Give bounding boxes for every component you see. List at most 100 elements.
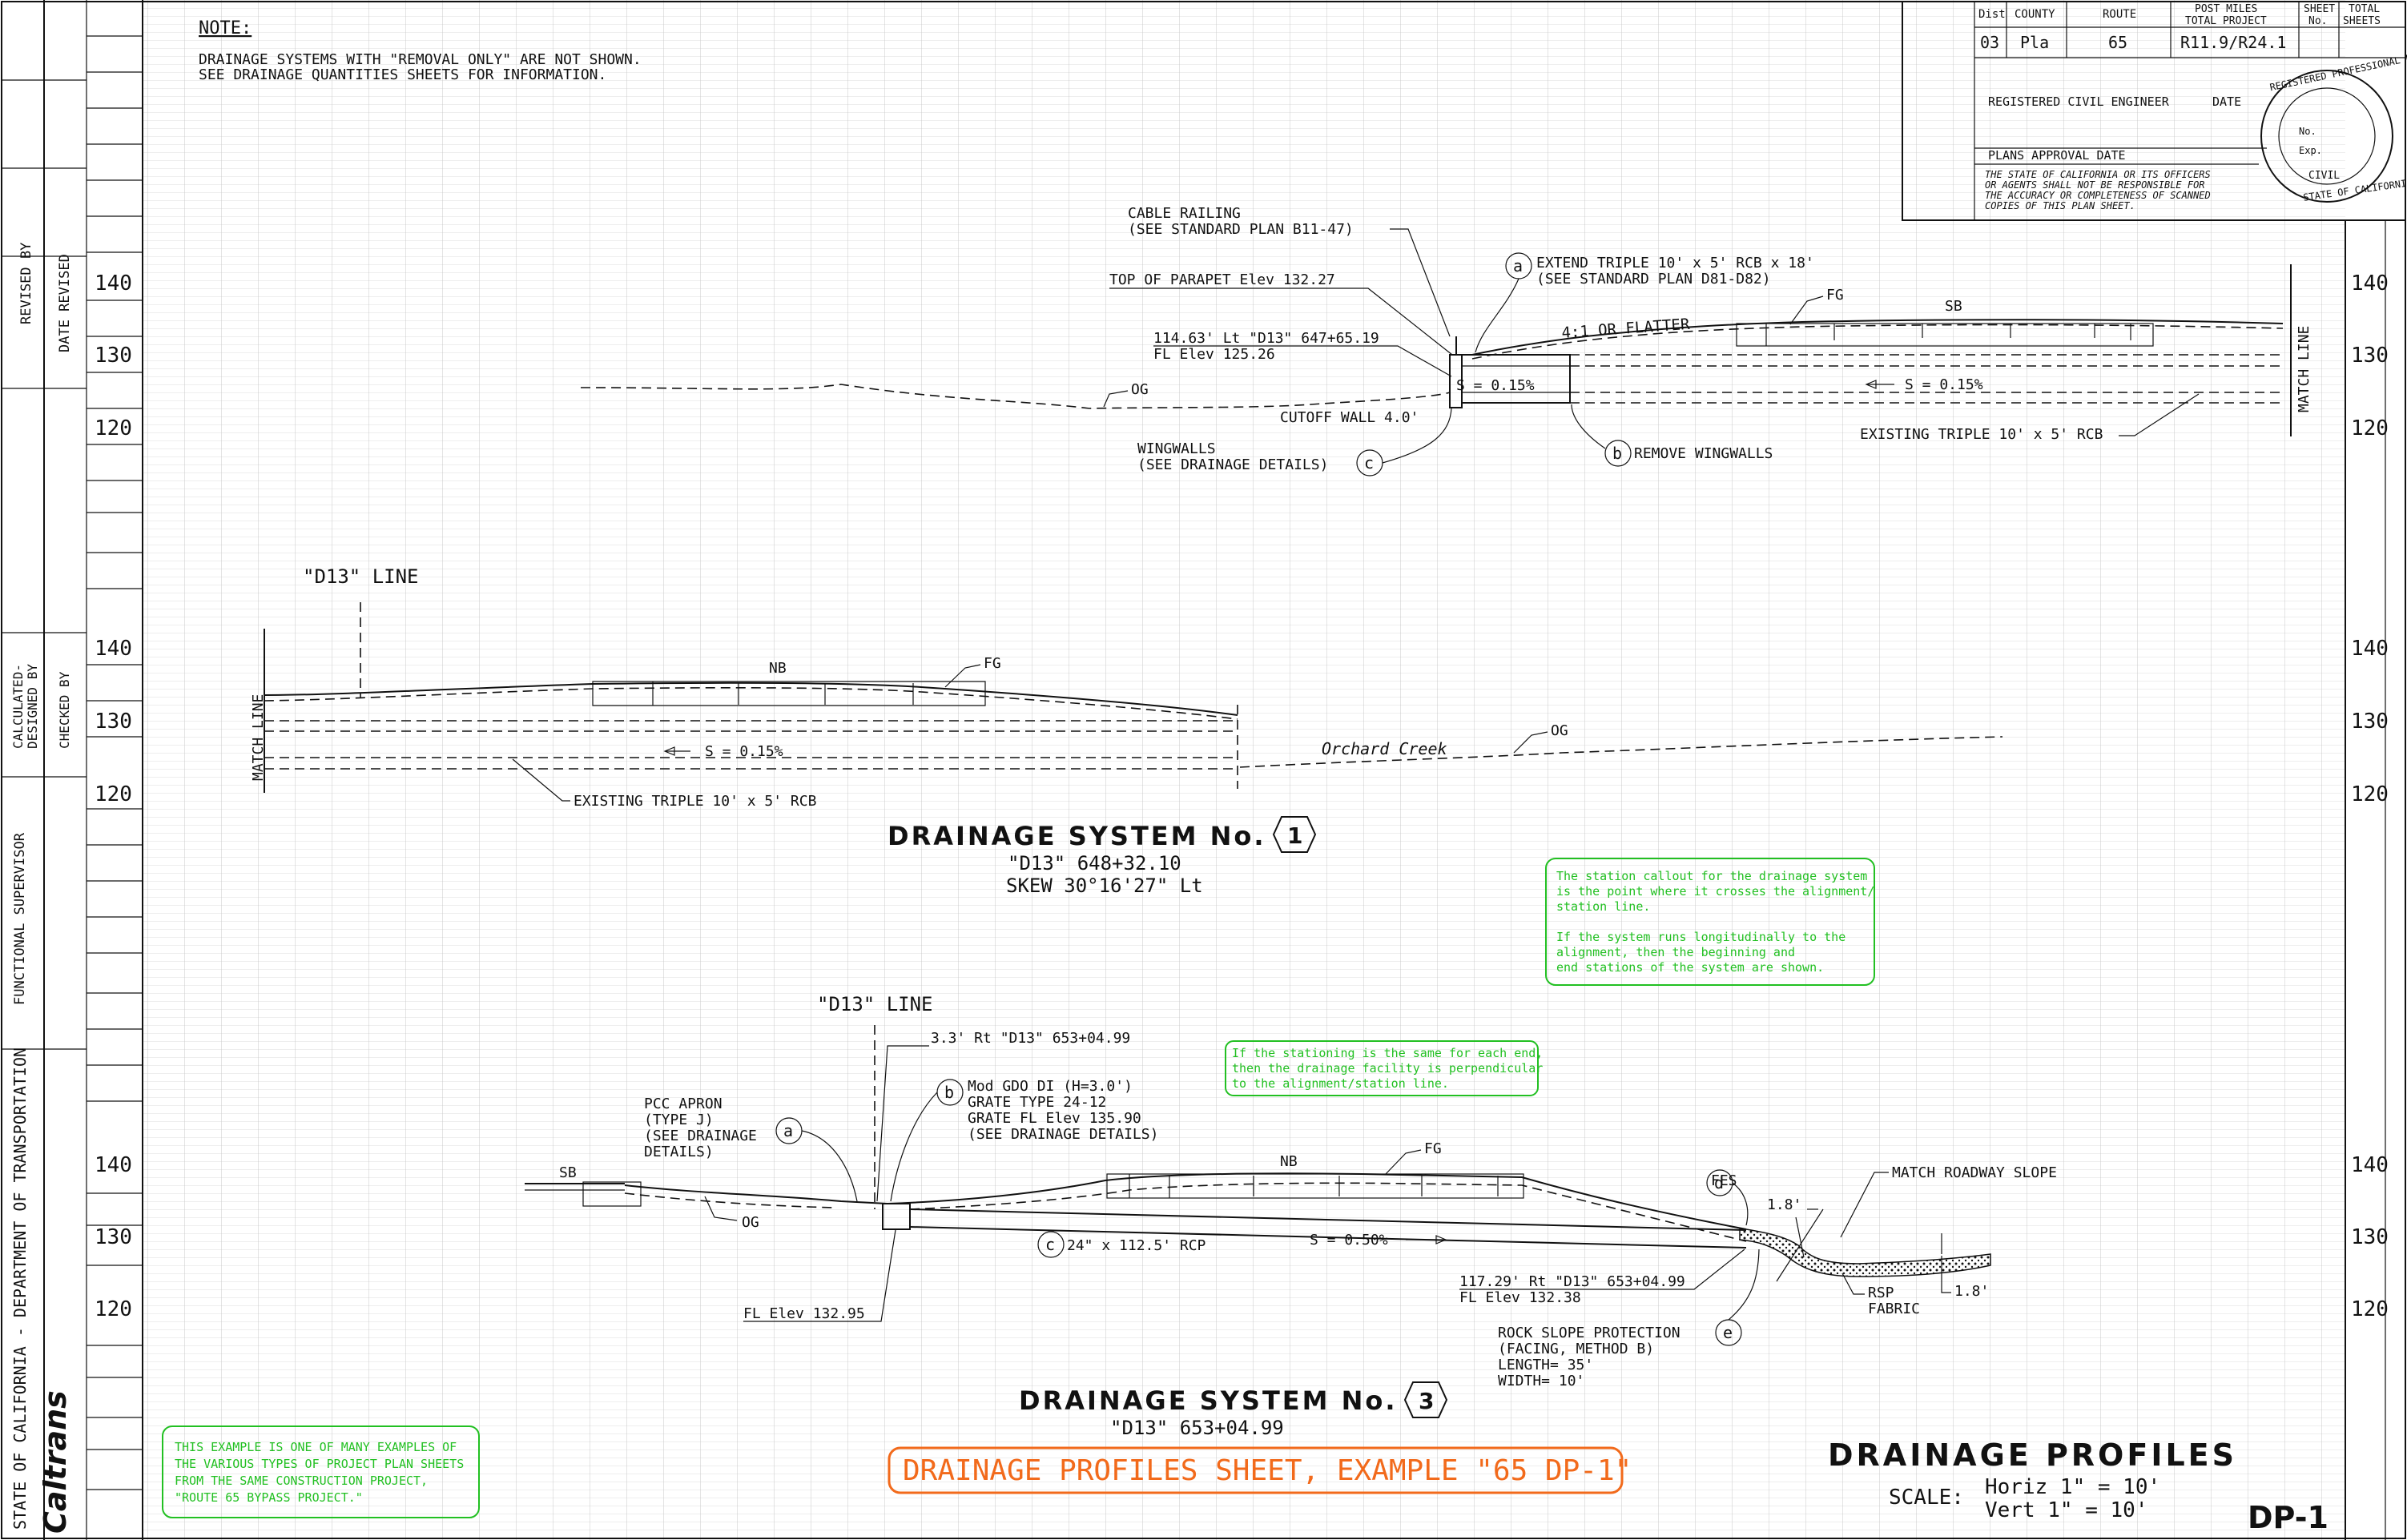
svg-text:b: b (944, 1083, 954, 1102)
svg-text:SHEETS: SHEETS (2343, 15, 2381, 27)
svg-text:alignment, then the beginning: alignment, then the beginning and (1556, 945, 1795, 959)
svg-text:FL Elev 132.38: FL Elev 132.38 (1459, 1289, 1581, 1306)
svg-text:ROCK SLOPE PROTECTION: ROCK SLOPE PROTECTION (1498, 1325, 1680, 1341)
svg-text:is the point where it crosses: is the point where it crosses the alignm… (1556, 884, 1874, 899)
svg-text:EXISTING TRIPLE 10' x 5' RCB: EXISTING TRIPLE 10' x 5' RCB (574, 793, 816, 810)
svg-text:FL Elev 125.26: FL Elev 125.26 (1153, 346, 1275, 363)
note-title: NOTE: (199, 18, 252, 38)
svg-text:(TYPE J): (TYPE J) (644, 1112, 714, 1128)
svg-text:SHEET: SHEET (2304, 3, 2335, 15)
profile-mid: "D13" LINE MATCH LINE NB FG S = 0.15% Or… (250, 565, 2003, 810)
svg-text:No.: No. (2308, 15, 2327, 27)
svg-text:ROUTE: ROUTE (2103, 8, 2136, 21)
elevation-labels-right: 140 130 120 140 130 120 140 130 120 (2351, 271, 2389, 1321)
svg-text:(FACING, METHOD B): (FACING, METHOD B) (1498, 1341, 1654, 1357)
svg-text:130: 130 (95, 710, 132, 734)
svg-text:120: 120 (95, 782, 132, 806)
svg-text:COPIES OF THIS PLAN SHEET.: COPIES OF THIS PLAN SHEET. (1985, 200, 2135, 211)
svg-text:1.8': 1.8' (1954, 1283, 1989, 1300)
sheet-title: DRAINAGE PROFILES (1828, 1437, 2237, 1473)
svg-text:DRAINAGE SYSTEM No.: DRAINAGE SYSTEM No. (888, 821, 1266, 851)
svg-text:140: 140 (2351, 271, 2389, 296)
sheet-number: DP-1 (2248, 1500, 2329, 1535)
date-revised-label: DATE REVISED (57, 254, 73, 352)
svg-text:117.29' Rt "D13" 653+04.99: 117.29' Rt "D13" 653+04.99 (1459, 1273, 1685, 1290)
svg-text:(SEE DRAINAGE DETAILS): (SEE DRAINAGE DETAILS) (1137, 456, 1328, 473)
general-note: NOTE: DRAINAGE SYSTEMS WITH "REMOVAL ONL… (199, 18, 642, 83)
svg-text:THE STATE OF CALIFORNIA OR ITS: THE STATE OF CALIFORNIA OR ITS OFFICERS (1985, 169, 2211, 180)
system-1-title: DRAINAGE SYSTEM No. 1 "D13" 648+32.10 SK… (888, 816, 1317, 897)
fg-line-top (1471, 319, 2284, 356)
fg-line-bot (624, 1184, 888, 1204)
svg-text:MATCH LINE: MATCH LINE (250, 694, 267, 781)
svg-text:The station callout for the dr: The station callout for the drainage sys… (1556, 869, 1867, 883)
svg-text:"D13" LINE: "D13" LINE (303, 565, 419, 588)
svg-text:REMOVE WINGWALLS: REMOVE WINGWALLS (1634, 445, 1773, 462)
svg-text:DETAILS): DETAILS) (644, 1144, 714, 1160)
svg-text:120: 120 (95, 1297, 132, 1321)
date-label: DATE (2212, 94, 2241, 109)
svg-text:PCC APRON: PCC APRON (644, 1096, 723, 1112)
svg-text:THE ACCURACY OR COMPLETENESS O: THE ACCURACY OR COMPLETENESS OF SCANNED (1985, 190, 2211, 201)
svg-text:SB: SB (559, 1164, 577, 1181)
svg-text:GRATE FL Elev 135.90: GRATE FL Elev 135.90 (968, 1110, 1141, 1127)
svg-text:FROM THE SAME CONSTRUCTION PRO: FROM THE SAME CONSTRUCTION PROJECT, (175, 1474, 428, 1488)
orange-example-title: DRAINAGE PROFILES SHEET, EXAMPLE "65 DP-… (888, 1446, 1632, 1494)
svg-text:3.3' Rt "D13" 653+04.99: 3.3' Rt "D13" 653+04.99 (931, 1030, 1130, 1047)
svg-text:S = 0.15%: S = 0.15% (1456, 377, 1535, 394)
svg-text:DRAINAGE PROFILES SHEET, EXAMP: DRAINAGE PROFILES SHEET, EXAMPLE "65 DP-… (903, 1454, 1632, 1487)
svg-text:(SEE DRAINAGE DETAILS): (SEE DRAINAGE DETAILS) (968, 1126, 1158, 1143)
svg-text:24" x 112.5' RCP: 24" x 112.5' RCP (1067, 1237, 1206, 1254)
svg-text:130: 130 (2351, 1225, 2389, 1249)
svg-text:POST MILES: POST MILES (2195, 3, 2257, 15)
svg-text:CIVIL: CIVIL (2308, 170, 2340, 182)
note-line-2: SEE DRAINAGE QUANTITIES SHEETS FOR INFOR… (199, 66, 606, 83)
svg-text:FABRIC: FABRIC (1868, 1301, 1920, 1317)
svg-text:d: d (1714, 1173, 1724, 1192)
svg-text:DRAINAGE SYSTEM No.: DRAINAGE SYSTEM No. (1019, 1385, 1398, 1416)
scale-vert: Vert 1" = 10' (1985, 1498, 2148, 1522)
svg-text:120: 120 (2351, 1297, 2389, 1321)
svg-text:c: c (1364, 453, 1374, 472)
designed-by-label: DESIGNED BY (25, 664, 40, 749)
note-line-1: DRAINAGE SYSTEMS WITH "REMOVAL ONLY" ARE… (199, 51, 642, 68)
profile-top: MATCH LINE CABLE RAILING (SEE STANDARD P… (580, 205, 2312, 476)
svg-text:e: e (1723, 1323, 1733, 1342)
svg-text:Orchard Creek: Orchard Creek (1322, 739, 1447, 758)
elevation-labels-left: 140 130 120 140 130 120 140 130 120 (95, 271, 132, 1321)
svg-text:FG: FG (1826, 287, 1844, 304)
svg-text:TOP OF PARAPET Elev 132.27: TOP OF PARAPET Elev 132.27 (1109, 271, 1335, 288)
svg-text:CABLE RAILING: CABLE RAILING (1128, 205, 1241, 222)
svg-text:S = 0.50%: S = 0.50% (1310, 1232, 1388, 1248)
rcp-pipe-bottom (909, 1226, 1747, 1248)
svg-text:GRATE TYPE 24-12: GRATE TYPE 24-12 (968, 1094, 1106, 1111)
svg-text:COUNTY: COUNTY (2015, 8, 2055, 21)
rock-slope-protection (1739, 1228, 1991, 1277)
plans-approval-label: PLANS APPROVAL DATE (1988, 148, 2126, 163)
svg-text:S = 0.15%: S = 0.15% (1905, 376, 1983, 393)
profile-bot: "D13" LINE 3.3' Rt "D13" 653+04.99 b Mod… (525, 993, 2057, 1389)
svg-text:c: c (1045, 1235, 1055, 1254)
svg-text:120: 120 (2351, 416, 2389, 440)
green-note-station-callout: The station callout for the drainage sys… (1545, 858, 1875, 986)
svg-text:WIDTH= 10': WIDTH= 10' (1498, 1373, 1584, 1389)
left-index-rows (87, 35, 143, 1490)
svg-text:130: 130 (95, 1225, 132, 1249)
svg-text:"D13" 648+32.10: "D13" 648+32.10 (1008, 852, 1181, 875)
calculated-label: CALCULATED- (10, 664, 26, 749)
svg-text:140: 140 (95, 1153, 132, 1177)
svg-text:CUTOFF WALL 4.0': CUTOFF WALL 4.0' (1280, 409, 1419, 426)
svg-text:MATCH LINE: MATCH LINE (2296, 326, 2312, 412)
scale-label: SCALE: (1889, 1486, 1964, 1510)
svg-text:140: 140 (2351, 637, 2389, 661)
caltrans-logo: Caltrans (38, 1390, 73, 1534)
svg-text:130: 130 (2351, 344, 2389, 368)
svg-text:R11.9/R24.1: R11.9/R24.1 (2180, 33, 2286, 52)
svg-text:(SEE DRAINAGE: (SEE DRAINAGE (644, 1128, 757, 1144)
svg-text:OG: OG (1551, 722, 1568, 739)
svg-text:end stations of the system are: end stations of the system are shown. (1556, 960, 1824, 975)
svg-text:140: 140 (95, 637, 132, 661)
svg-text:MATCH ROADWAY SLOPE: MATCH ROADWAY SLOPE (1892, 1164, 2057, 1181)
sheet-title-block: DRAINAGE PROFILES SCALE: Horiz 1" = 10' … (1828, 1437, 2329, 1535)
